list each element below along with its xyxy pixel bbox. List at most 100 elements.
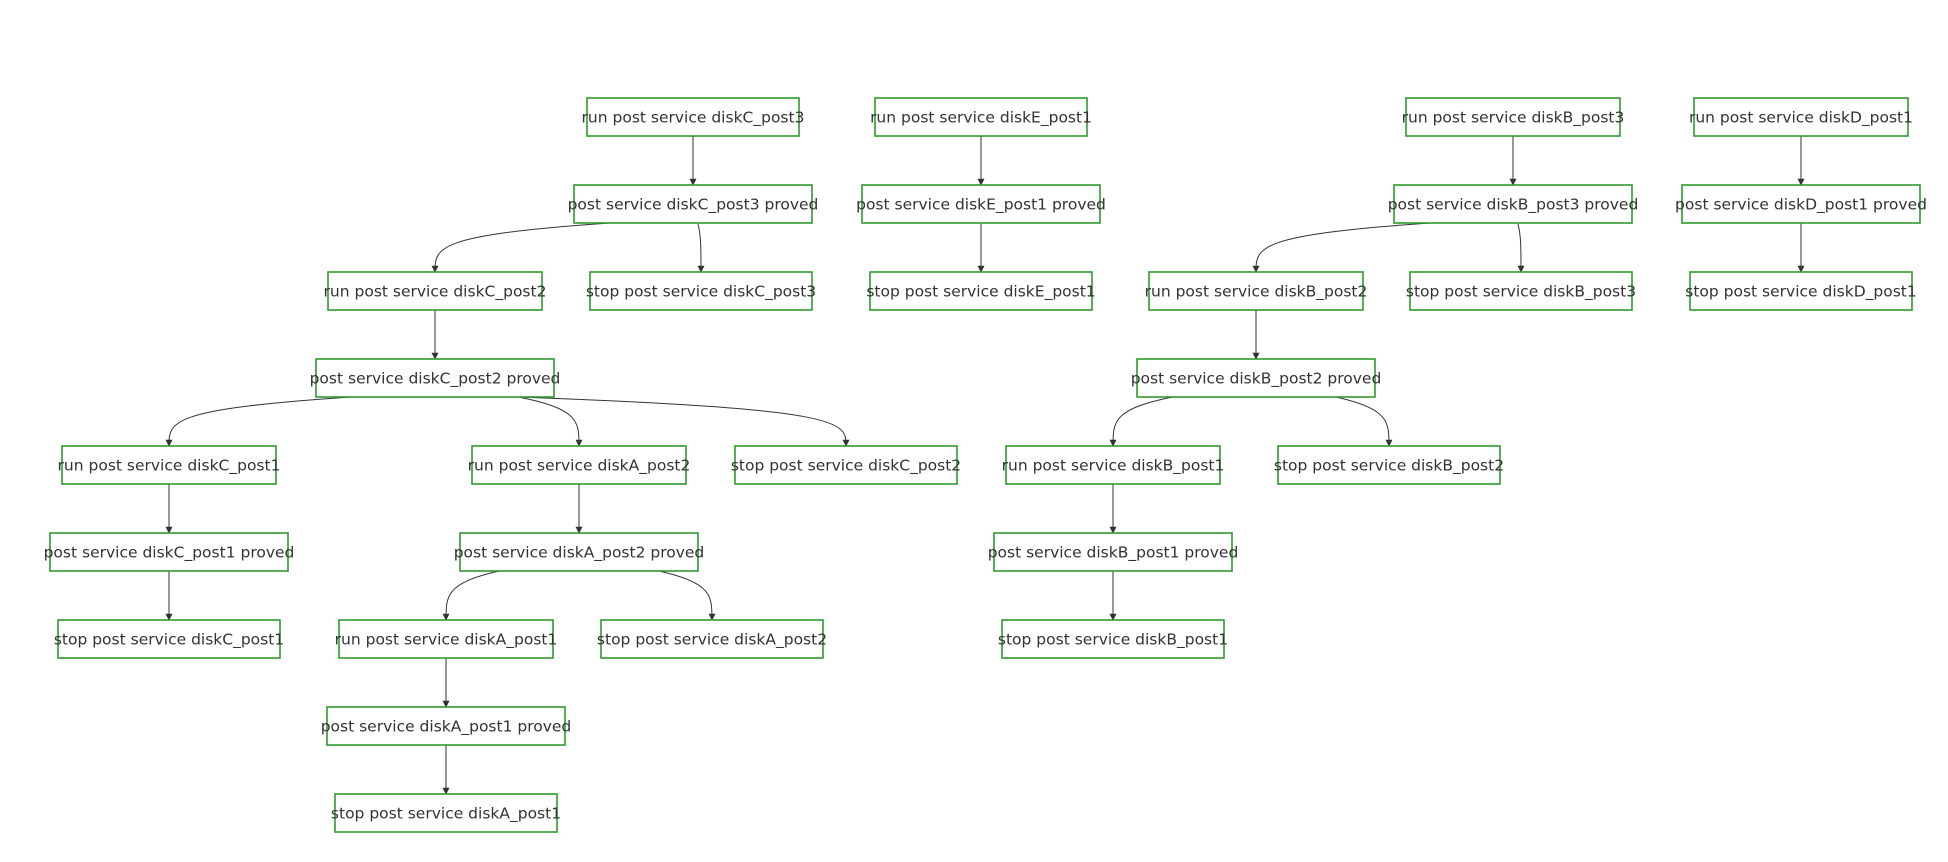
node-runA1: run post service diskA_post1: [335, 619, 558, 659]
node-stopC2: stop post service diskC_post2: [731, 445, 961, 485]
node-box: [993, 532, 1233, 572]
node-label: run post service diskA_post2: [468, 457, 691, 476]
node-box: [1409, 271, 1633, 311]
edges-layer: [165, 136, 1805, 795]
node-box: [1136, 358, 1376, 398]
node-label: run post service diskC_post2: [324, 283, 547, 302]
edge-provB3-to-stopB3: [1517, 222, 1525, 273]
node-provB3: post service diskB_post3 proved: [1388, 184, 1639, 224]
edge-provC3-to-runC2: [431, 222, 610, 273]
node-label: stop post service diskC_post1: [54, 631, 284, 650]
node-box: [1277, 445, 1501, 485]
node-provA2: post service diskA_post2 proved: [454, 532, 704, 572]
node-box: [734, 445, 958, 485]
node-stopD1: stop post service diskD_post1: [1685, 271, 1917, 311]
node-runB1: run post service diskB_post1: [1002, 445, 1225, 485]
node-stopB2: stop post service diskB_post2: [1274, 445, 1504, 485]
node-label: post service diskD_post1 proved: [1675, 196, 1927, 215]
node-label: stop post service diskC_post2: [731, 457, 961, 476]
node-label: run post service diskC_post3: [582, 109, 805, 128]
node-box: [61, 445, 277, 485]
node-provA1: post service diskA_post1 proved: [321, 706, 572, 746]
node-stopA2: stop post service diskA_post2: [597, 619, 827, 659]
node-runB3: run post service diskB_post3: [1402, 97, 1625, 137]
edge-provC2-to-stopC2: [518, 396, 850, 447]
edge-provB2-to-runB1: [1109, 396, 1173, 447]
node-runA2: run post service diskA_post2: [468, 445, 691, 485]
node-box: [471, 445, 687, 485]
node-stopC1: stop post service diskC_post1: [54, 619, 284, 659]
node-stopB1: stop post service diskB_post1: [998, 619, 1228, 659]
node-label: post service diskC_post1 proved: [44, 544, 295, 563]
node-box: [573, 184, 813, 224]
node-label: run post service diskD_post1: [1689, 109, 1913, 128]
node-provD1: post service diskD_post1 proved: [1675, 184, 1927, 224]
edge-provC3-to-stopC3: [697, 222, 705, 273]
node-runE1: run post service diskE_post1: [870, 97, 1092, 137]
node-box: [869, 271, 1093, 311]
node-stopA1: stop post service diskA_post1: [331, 793, 561, 833]
node-box: [327, 271, 543, 311]
node-box: [338, 619, 554, 659]
node-box: [1681, 184, 1921, 224]
node-box: [1393, 184, 1633, 224]
node-box: [459, 532, 699, 572]
node-label: stop post service diskB_post2: [1274, 457, 1504, 476]
node-runC1: run post service diskC_post1: [58, 445, 281, 485]
node-label: run post service diskB_post1: [1002, 457, 1225, 476]
node-label: post service diskA_post1 proved: [321, 718, 572, 737]
node-box: [589, 271, 813, 311]
edge-provB2-to-stopB2: [1335, 396, 1393, 447]
node-box: [1689, 271, 1913, 311]
node-label: run post service diskA_post1: [335, 631, 558, 650]
edge-provC2-to-runA2: [518, 396, 583, 447]
node-label: post service diskE_post1 proved: [856, 196, 1106, 215]
node-label: post service diskB_post3 proved: [1388, 196, 1639, 215]
node-label: stop post service diskE_post1: [866, 283, 1095, 302]
edge-provB3-to-runB2: [1252, 222, 1430, 273]
node-label: run post service diskB_post3: [1402, 109, 1625, 128]
node-box: [861, 184, 1101, 224]
node-box: [49, 532, 289, 572]
node-stopB3: stop post service diskB_post3: [1406, 271, 1636, 311]
node-provE1: post service diskE_post1 proved: [856, 184, 1106, 224]
edge-provA2-to-stopA2: [658, 570, 716, 621]
node-provC1: post service diskC_post1 proved: [44, 532, 295, 572]
node-label: stop post service diskA_post2: [597, 631, 827, 650]
node-label: stop post service diskC_post3: [586, 283, 816, 302]
node-runB2: run post service diskB_post2: [1145, 271, 1368, 311]
node-label: stop post service diskB_post1: [998, 631, 1228, 650]
node-label: run post service diskB_post2: [1145, 283, 1368, 302]
edge-provA2-to-runA1: [442, 570, 500, 621]
node-stopC3: stop post service diskC_post3: [586, 271, 816, 311]
node-label: stop post service diskA_post1: [331, 805, 561, 824]
node-label: post service diskC_post3 proved: [568, 196, 819, 215]
node-label: run post service diskE_post1: [870, 109, 1092, 128]
node-runC2: run post service diskC_post2: [324, 271, 547, 311]
node-label: stop post service diskB_post3: [1406, 283, 1636, 302]
node-box: [1005, 445, 1221, 485]
node-label: post service diskB_post1 proved: [988, 544, 1239, 563]
node-box: [1001, 619, 1225, 659]
node-box: [874, 97, 1088, 137]
node-runD1: run post service diskD_post1: [1689, 97, 1913, 137]
node-box: [1693, 97, 1909, 137]
node-provC2: post service diskC_post2 proved: [310, 358, 561, 398]
node-provB2: post service diskB_post2 proved: [1131, 358, 1382, 398]
node-box: [600, 619, 824, 659]
node-box: [326, 706, 566, 746]
node-stopE1: stop post service diskE_post1: [866, 271, 1096, 311]
node-box: [334, 793, 558, 833]
node-box: [1405, 97, 1621, 137]
node-label: stop post service diskD_post1: [1685, 283, 1916, 302]
node-provC3: post service diskC_post3 proved: [568, 184, 819, 224]
node-provB1: post service diskB_post1 proved: [988, 532, 1239, 572]
node-box: [315, 358, 555, 398]
edge-provC2-to-runC1: [165, 396, 352, 447]
node-label: run post service diskC_post1: [58, 457, 281, 476]
node-label: post service diskC_post2 proved: [310, 370, 561, 389]
node-label: post service diskB_post2 proved: [1131, 370, 1382, 389]
node-runC3: run post service diskC_post3: [582, 97, 805, 137]
